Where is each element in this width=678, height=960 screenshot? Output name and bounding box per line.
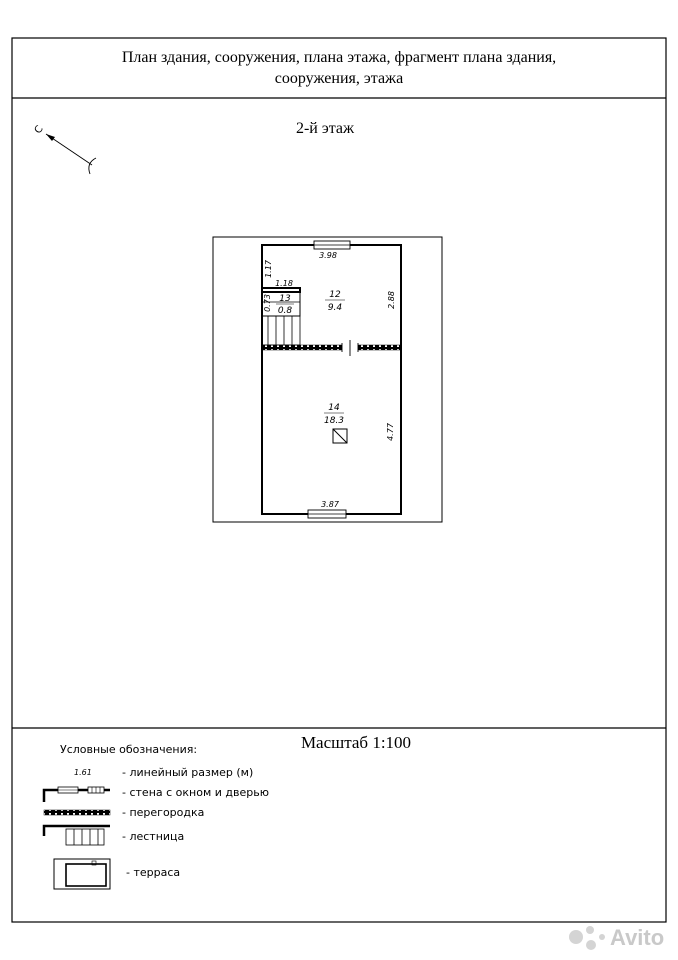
page-title-line2: сооружения, этажа <box>275 70 403 87</box>
north-arrow-icon <box>45 133 97 175</box>
room-number: 14 <box>328 403 340 413</box>
dim-stair-width: 1.18 <box>275 279 293 288</box>
bottom-window <box>307 509 347 519</box>
stair-landing <box>261 287 301 293</box>
room-label-14: 14 18.3 <box>324 403 344 426</box>
dim-right-upper: 2.88 <box>387 291 396 309</box>
dim-right-lower: 4.77 <box>386 422 395 441</box>
dim-bottom-width: 3.87 <box>321 500 340 509</box>
dim-stair-height: 1.17 <box>264 259 273 278</box>
hatch-icon <box>332 428 348 444</box>
legend-item-terrace: - терраса <box>126 866 180 879</box>
room-label-13: 13 0.8 <box>276 294 294 316</box>
legend-item-wall: - стена с окном и дверью <box>122 786 269 799</box>
building-outline <box>212 236 443 523</box>
legend-terrace-icon <box>53 858 111 890</box>
legend-item-partition: - перегородка <box>122 806 204 819</box>
room-number: 13 <box>279 294 291 304</box>
legend-heading: Условные обозначения: <box>60 743 197 756</box>
room-area: 18.3 <box>324 416 344 426</box>
room-area: 0.8 <box>278 306 293 316</box>
floor-plan: 3.98 3.87 2.88 4.77 1.17 1.18 0.73 12 9.… <box>212 236 443 523</box>
partition-wall <box>261 344 402 351</box>
legend-wall-icon <box>42 786 110 802</box>
dim-room13-height: 0.73 <box>263 294 272 312</box>
top-window <box>313 240 351 250</box>
room-label-12: 12 9.4 <box>325 290 345 313</box>
page-title-line1: План здания, сооружения, плана этажа, фр… <box>122 49 556 66</box>
outer-frame <box>11 37 667 923</box>
legend-item-dimension: - линейный размер (м) <box>122 766 253 779</box>
north-label: С <box>33 124 46 136</box>
floor-label: 2-й этаж <box>296 120 355 137</box>
dim-top-width: 3.98 <box>319 251 337 260</box>
legend-sample-dimension: 1.61 <box>74 768 92 777</box>
room-area: 9.4 <box>328 303 343 313</box>
room-14-walls <box>261 347 402 515</box>
room-number: 12 <box>329 290 341 300</box>
legend-stairs-icon <box>42 824 110 846</box>
stair-steps <box>261 315 301 346</box>
legend-partition-icon <box>43 809 111 816</box>
scale-label: Масштаб 1:100 <box>301 733 411 752</box>
legend-item-stairs: - лестница <box>122 830 184 843</box>
watermark-text: Avito <box>610 925 664 950</box>
avito-watermark-logo: Avito <box>569 925 664 950</box>
